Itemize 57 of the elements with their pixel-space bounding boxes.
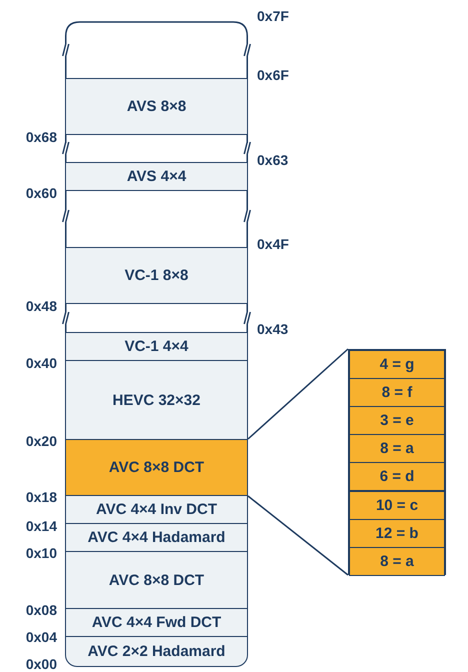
address-label: 0x48 — [26, 298, 57, 314]
detail-row — [349, 518, 445, 548]
detail-row — [349, 378, 445, 406]
block-label: AVS 8×8 — [126, 98, 186, 115]
address-label: 0x4F — [257, 236, 289, 252]
detail-row — [349, 490, 445, 520]
memory-block — [65, 523, 248, 552]
address-label: 0x43 — [257, 321, 288, 337]
block-label: AVC 8×8 DCT — [108, 572, 204, 588]
address-label: 0x08 — [26, 602, 57, 618]
block-label: AVC 4×4 Inv DCT — [96, 501, 217, 518]
memory-block — [65, 360, 248, 440]
block-label: 3 = e — [380, 412, 414, 429]
block-label: VC-1 8×8 — [124, 267, 188, 284]
memory-block — [65, 332, 248, 361]
block-label: VC-1 4×4 — [124, 338, 188, 355]
block-label: AVC 8×8 DCT — [108, 459, 204, 476]
memory-block — [65, 78, 248, 135]
address-label: 0x18 — [26, 489, 57, 505]
address-label: 0x04 — [26, 629, 57, 645]
block-label: 12 = b — [376, 524, 418, 542]
address-label: 0x20 — [26, 433, 57, 449]
memory-block — [65, 636, 248, 667]
address-label: 0x68 — [26, 129, 57, 145]
block-label: 8 = a — [380, 553, 414, 570]
detail-row — [349, 462, 445, 492]
detail-row — [349, 434, 445, 463]
address-label: 0x63 — [257, 152, 288, 168]
memory-block — [65, 247, 248, 304]
block-label: 4 = g — [380, 356, 414, 373]
address-label: 0x7F — [257, 8, 289, 24]
block-label: AVC 4×4 Hadamard — [88, 529, 226, 546]
detail-row — [349, 547, 445, 576]
block-label: 8 = a — [380, 440, 414, 457]
block-label: 6 = d — [380, 468, 414, 486]
detail-row — [349, 350, 445, 379]
address-label: 0x40 — [26, 355, 57, 371]
block-label: HEVC 32×32 — [112, 392, 200, 408]
detail-row — [349, 406, 445, 435]
expanded-detail-panel — [348, 349, 446, 575]
block-label: 8 = f — [382, 384, 412, 400]
block-label: AVC 2×2 Hadamard — [88, 643, 226, 660]
zoom-line — [248, 348, 348, 440]
memory-block — [65, 551, 248, 609]
address-label: 0x10 — [26, 545, 57, 561]
address-label: 0x00 — [26, 656, 57, 672]
memory-block — [65, 162, 248, 191]
memory-block — [65, 495, 248, 524]
zoom-line — [248, 495, 348, 576]
address-label: 0x14 — [26, 518, 57, 534]
address-label: 0x6F — [257, 67, 289, 83]
block-label: AVS 4×4 — [126, 168, 186, 185]
address-label: 0x60 — [26, 185, 57, 201]
block-label: 10 = c — [376, 496, 418, 514]
highlighted-memory-block — [65, 439, 248, 496]
memory-block — [65, 608, 248, 637]
block-label: AVC 4×4 Fwd DCT — [92, 614, 222, 631]
